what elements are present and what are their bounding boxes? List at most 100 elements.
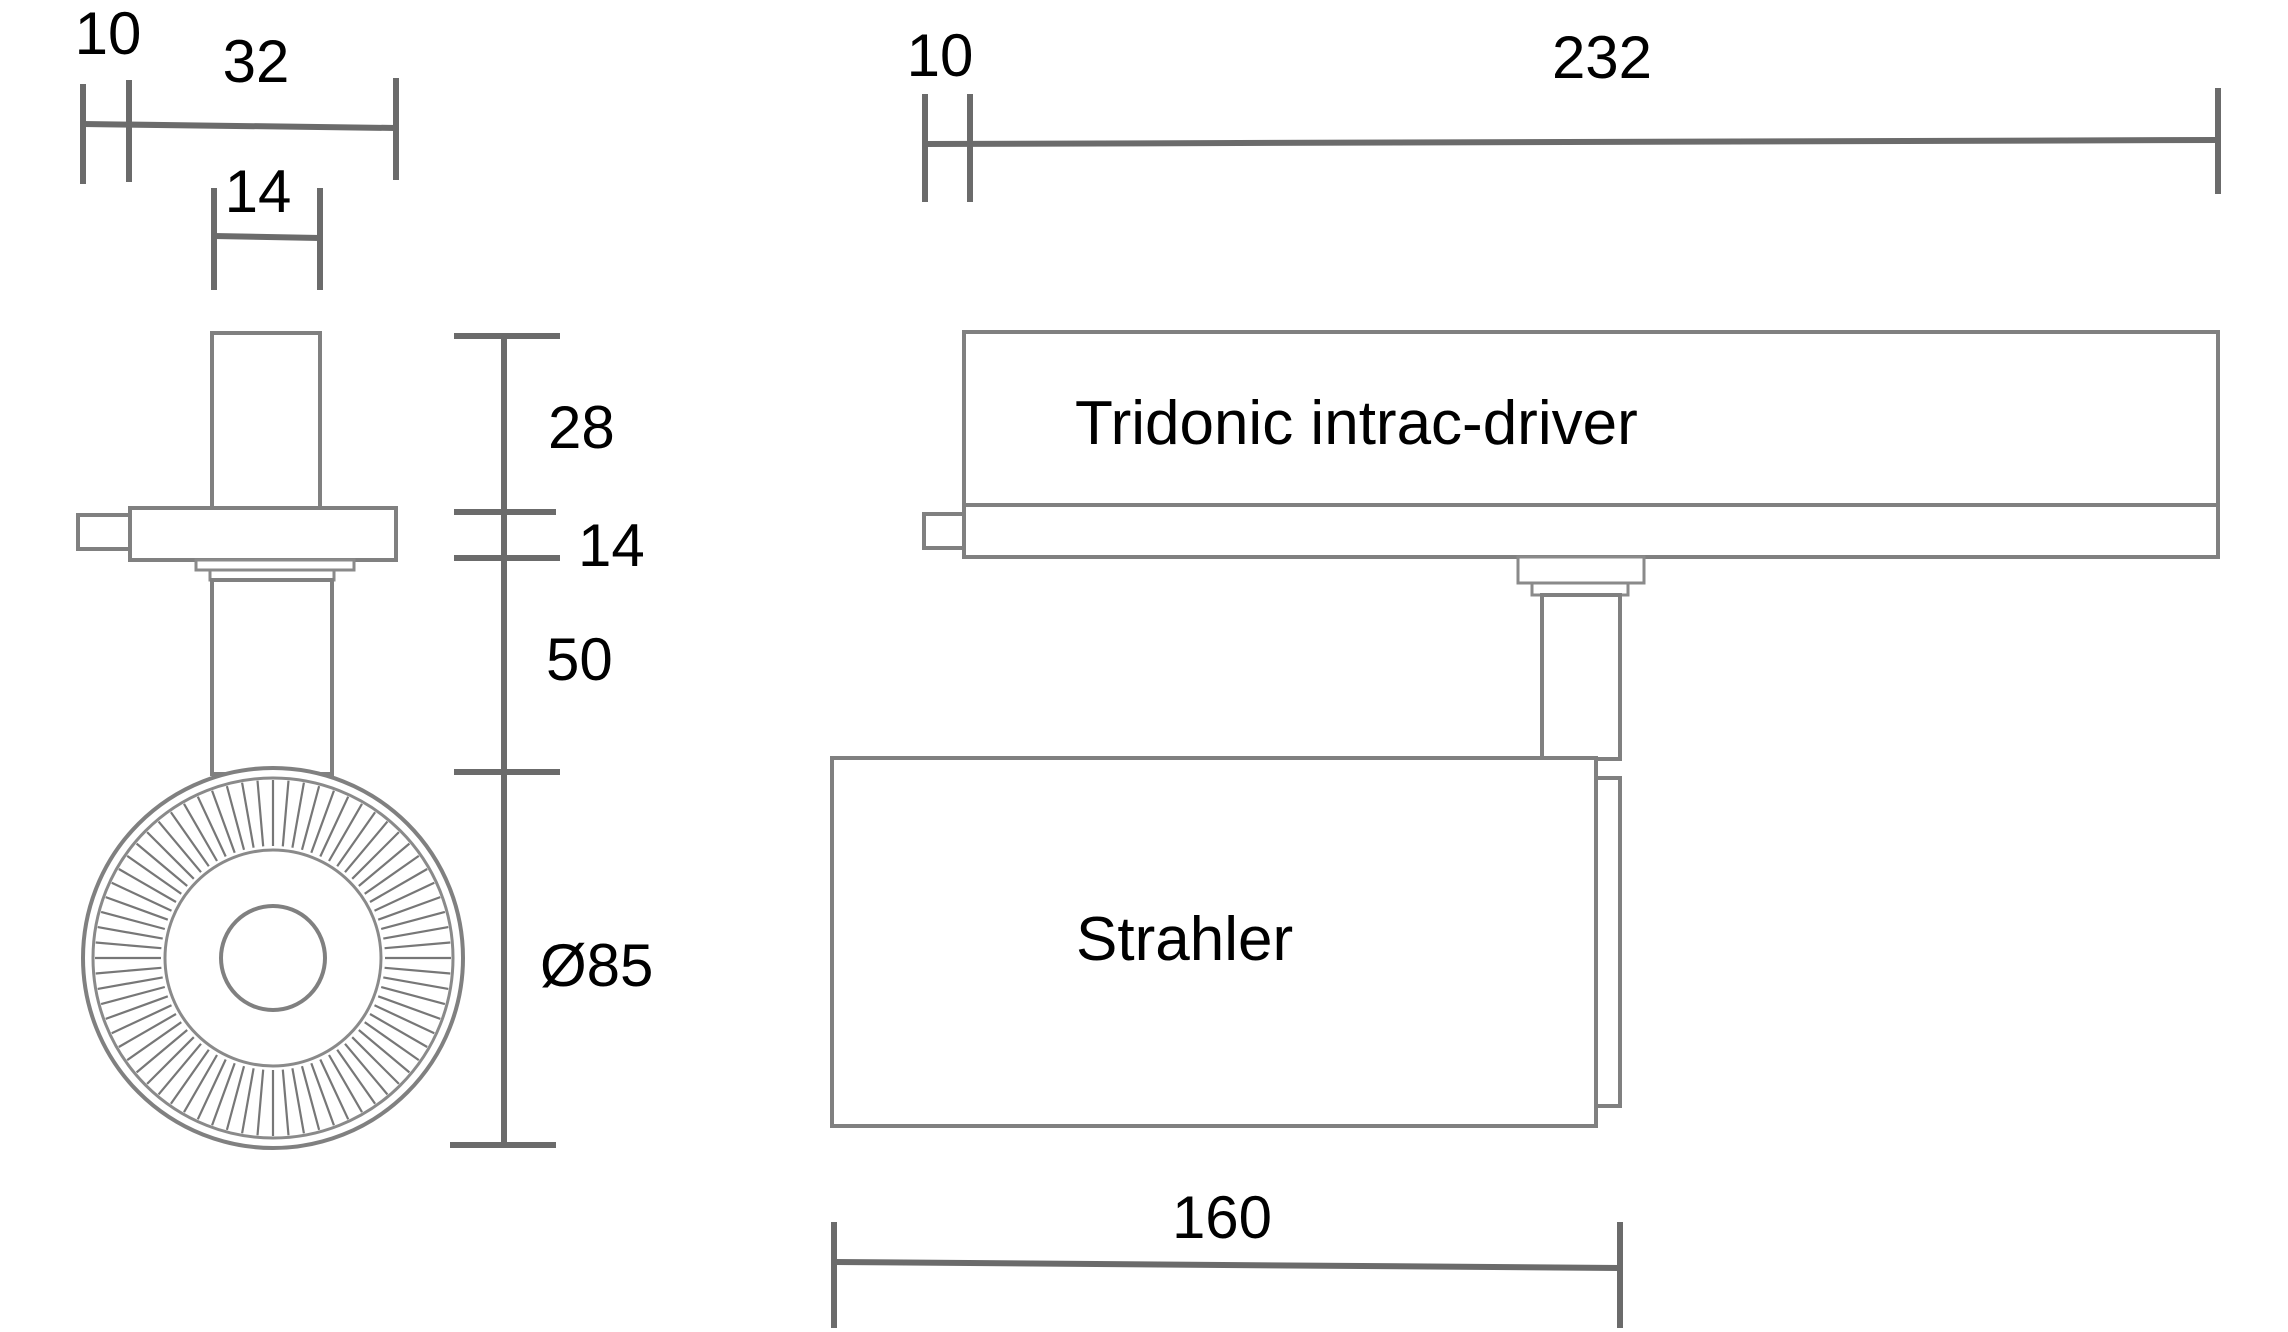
dim-label-adapter: 14 [578, 512, 645, 579]
front-body [76, 331, 465, 1150]
side-view: 10 232 Tridonic intrac-driver Strahler 1… [830, 22, 2221, 1328]
heatsink-fin [300, 1065, 321, 1131]
heatsink-fin [183, 1054, 218, 1113]
heatsink-fin [328, 1054, 363, 1113]
dim-line-length [924, 137, 2219, 147]
spot-end-cap [1594, 776, 1622, 1108]
heatsink-fin [225, 1065, 246, 1131]
dim-label-spot-length: 160 [1172, 1184, 1272, 1251]
heatsink-fin [211, 1062, 236, 1126]
heatsink-fin [95, 941, 162, 950]
dim-label-front-width: 32 [223, 28, 290, 95]
heatsink-fin [146, 831, 195, 880]
heatsink-fin [100, 985, 166, 1006]
heatsink-fin [374, 881, 435, 912]
driver-rail [962, 503, 2220, 559]
heatsink-fin [300, 785, 321, 851]
side-swivel-joint [1516, 555, 1646, 585]
heatsink-fin [351, 831, 400, 880]
heatsink-fin [256, 1069, 265, 1136]
heatsink-fin [126, 854, 182, 895]
heatsink-fin [196, 796, 227, 857]
dim-label-side-offset: 10 [907, 22, 974, 89]
heatsink-fin [281, 1069, 290, 1136]
dim-label-head: 28 [548, 394, 615, 461]
heatsink-fin [135, 842, 188, 887]
heatsink-fin [146, 1036, 195, 1085]
dim-line-width [82, 121, 397, 131]
dim-label-front-stem: 14 [225, 158, 292, 225]
heatsink-fin [135, 1029, 188, 1074]
heatsink-fin [97, 976, 163, 990]
heatsink-fins [95, 780, 451, 1136]
heatsink-fin [169, 1049, 210, 1105]
heatsink-fin [291, 1068, 305, 1134]
heatsink-fin [196, 1059, 227, 1120]
heatsink-fin [319, 1059, 350, 1120]
heatsink-fin [369, 1013, 428, 1048]
adapter-tab [76, 513, 134, 551]
heatsink-fin [351, 1036, 400, 1085]
heatsink-fin [118, 868, 177, 903]
heatsink-fin [281, 780, 290, 847]
lens [219, 904, 327, 1012]
heatsink-fin [383, 976, 449, 990]
dim-label-side-length: 232 [1552, 24, 1652, 91]
heatsink-fin [344, 820, 389, 873]
dim-label-front-offset: 10 [75, 0, 142, 67]
heatsink-fin [364, 1021, 420, 1062]
heatsink-fin [105, 995, 169, 1020]
spot-label: Strahler [1076, 905, 1293, 974]
heatsink-fin [97, 926, 163, 940]
heatsink-fin [105, 896, 169, 921]
heatsink-fin [183, 803, 218, 862]
heatsink-fin [380, 985, 446, 1006]
heatsink-fin [310, 1062, 335, 1126]
side-joint [1516, 555, 1646, 761]
heatsink-fin [211, 790, 236, 854]
dim-label-diameter: Ø85 [540, 932, 653, 999]
heatsink-fin [111, 881, 172, 912]
heatsink-fin [383, 926, 449, 940]
heatsink-fin [126, 1021, 182, 1062]
driver-label: Tridonic intrac-driver [1075, 389, 1638, 458]
heatsink-fin [384, 941, 451, 950]
heatsink-fin [328, 803, 363, 862]
driver-body [962, 330, 2220, 510]
dim-label-arm: 50 [546, 626, 613, 693]
heatsink-fin [364, 854, 420, 895]
heatsink-fin [336, 811, 377, 867]
front-vertical-dimensions: 28 14 50 Ø85 [450, 333, 653, 1148]
heatsink-fin [336, 1049, 377, 1105]
adapter-flange [128, 506, 398, 562]
heatsink-fin [310, 790, 335, 854]
front-view: 10 32 14 28 14 50 Ø85 [75, 0, 653, 1150]
side-bottom-dimension: 160 [831, 1184, 1623, 1328]
heatsink-fin [377, 896, 441, 921]
heatsink-fin [157, 820, 202, 873]
dim-line-spot-length [833, 1259, 1621, 1271]
heatsink-fin [225, 785, 246, 851]
heatsink-fin [358, 1029, 411, 1074]
dim-line-stem [213, 233, 321, 241]
heatsink-fin [241, 782, 255, 848]
heatsink-fin [157, 1043, 202, 1096]
heatsink-fin [344, 1043, 389, 1096]
heatsink-fin [374, 1004, 435, 1035]
heatsink-fin [241, 1068, 255, 1134]
heatsink-fin [319, 796, 350, 857]
spot-housing [830, 756, 1598, 1128]
heatsink-fin [377, 995, 441, 1020]
driver-housing: Tridonic intrac-driver [922, 330, 2220, 559]
heatsink-fin [169, 811, 210, 867]
heatsink-fin [111, 1004, 172, 1035]
adapter-head [210, 331, 322, 511]
heatsink-fin [256, 780, 265, 847]
side-top-dimensions: 10 232 [907, 22, 2221, 202]
front-top-dimensions: 10 32 14 [75, 0, 399, 290]
heatsink-fin [380, 910, 446, 931]
heatsink-fin [369, 868, 428, 903]
heatsink-fin [358, 842, 411, 887]
support-arm [210, 578, 334, 776]
